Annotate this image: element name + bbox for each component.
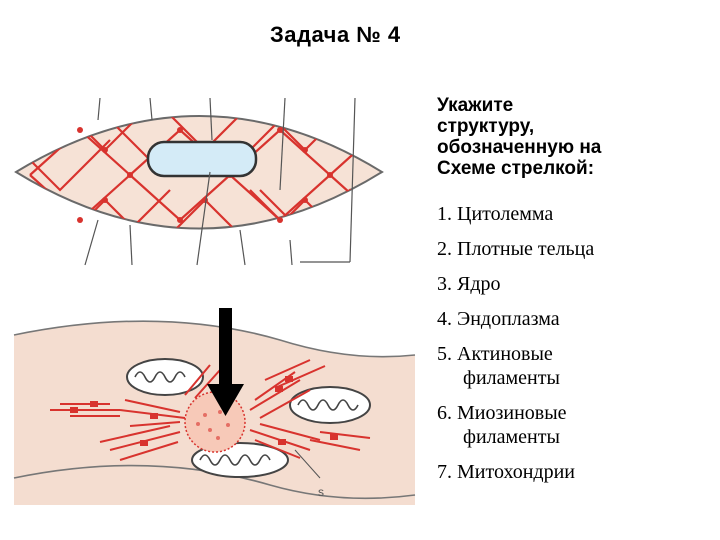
answer-option-label: 5. Актиновые — [437, 343, 553, 365]
slide-title: Задача № 4 — [270, 22, 401, 47]
cell-section-diagram: s — [13, 308, 416, 505]
answer-option: 2. Плотные тельца — [437, 237, 712, 261]
question-line: Укажите — [437, 95, 514, 116]
answer-option-label: 2. Плотные тельца — [437, 238, 595, 260]
answer-option-label: 4. Эндоплазма — [437, 308, 560, 330]
answer-option: 1. Цитолемма — [437, 202, 712, 226]
answer-option-continuation: филаменты — [463, 367, 560, 389]
answer-option-label: 3. Ядро — [437, 273, 501, 295]
answer-option-continuation: филаменты — [463, 426, 560, 448]
mitochondrion — [289, 386, 371, 424]
answer-option-label: 7. Митохондрии — [437, 461, 575, 483]
answer-option-label: 6. Миозиновые — [437, 402, 567, 424]
smooth-muscle-cell-diagram — [14, 97, 384, 266]
nucleus — [146, 140, 258, 178]
cell-membrane-outline — [13, 320, 416, 358]
figure-label: s — [318, 485, 324, 499]
pointer-lines — [84, 97, 356, 266]
answer-options-list: 1. Цитолемма 2. Плотные тельца 3. Ядро 4… — [437, 202, 712, 495]
question-line: Схеме стрелкой: — [437, 158, 595, 179]
mitochondrion — [126, 358, 204, 396]
filament-segments — [70, 376, 338, 446]
answer-option: 4. Эндоплазма — [437, 307, 712, 331]
answer-option-label: 1. Цитолемма — [437, 203, 554, 225]
dense-body — [184, 391, 246, 453]
pointer-arrow-icon — [207, 308, 244, 416]
question-text: Укажите структуру, обозначенную на Схеме… — [437, 95, 707, 179]
question-line: обозначенную на — [437, 137, 602, 158]
question-line: структуру, — [437, 116, 535, 137]
dense-bodies — [77, 127, 333, 223]
answer-option: 7. Митохондрии — [437, 460, 712, 484]
answer-option: 3. Ядро — [437, 272, 712, 296]
